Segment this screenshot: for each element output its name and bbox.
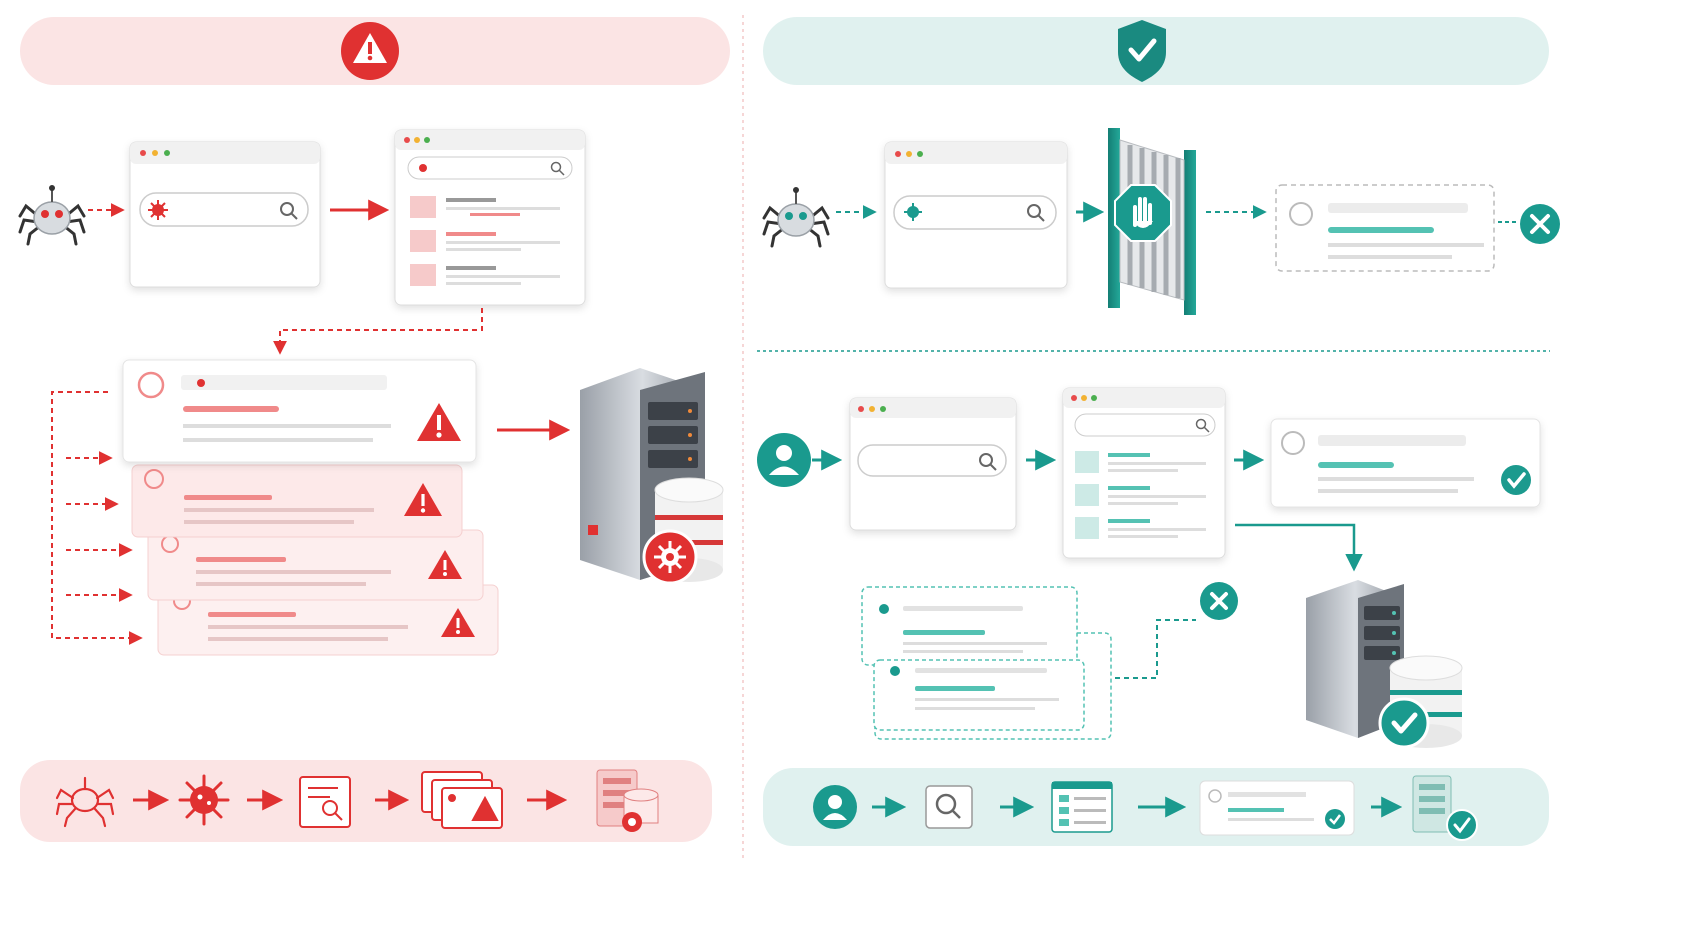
search-window [884,141,1068,289]
blocked-page-icon [1275,184,1495,272]
results-list-icon [1051,781,1113,833]
alert-card [131,464,463,538]
search-page-icon [299,776,351,828]
clean-server-icon [1306,580,1463,749]
alert-card [147,529,484,601]
right-panel [757,17,1560,846]
approved-card-icon [1199,780,1355,836]
gate-stop-icon [1108,128,1196,315]
search-window [129,141,321,288]
user-icon [757,433,811,487]
shield-check-icon [1118,20,1166,82]
warning-triangle-icon [441,608,475,637]
alert-card [157,584,499,656]
stacked-alert-cards-icon [421,771,503,829]
reject-x-icon [1200,582,1238,620]
loop-arrows [51,391,143,645]
reject-x-icon [1520,204,1560,244]
spider-bot-icon [762,187,830,248]
arrow [273,308,483,355]
rejected-card-stack [861,586,1112,740]
check-icon [1501,465,1531,495]
virus-badge-icon [642,529,698,585]
results-window [1062,387,1226,559]
search-icon [280,202,298,220]
virus-icon [178,774,230,826]
results-window [394,129,586,306]
infected-server-icon [596,769,659,832]
left-panel [18,17,730,842]
warning-circle-icon [341,22,399,80]
clean-server-icon [1412,775,1478,841]
warning-triangle-icon [428,550,462,579]
warning-triangle-icon [404,483,442,516]
check-badge-icon [1378,697,1430,749]
alert-card [122,359,477,463]
warning-triangle-icon [417,403,461,441]
result-card-stack [122,359,499,656]
spider-bot-icon [18,185,86,246]
spider-bot-icon [55,776,115,828]
shield-virus-icon [904,203,922,221]
infected-server-icon [580,368,724,585]
search-icon [1027,204,1045,222]
left-footer-bar [20,760,712,842]
approved-page-card [1270,418,1541,508]
user-icon [813,785,857,829]
magnifier-icon [925,785,973,829]
arrow [1235,523,1363,572]
search-window [849,397,1017,531]
virus-icon [148,200,168,220]
